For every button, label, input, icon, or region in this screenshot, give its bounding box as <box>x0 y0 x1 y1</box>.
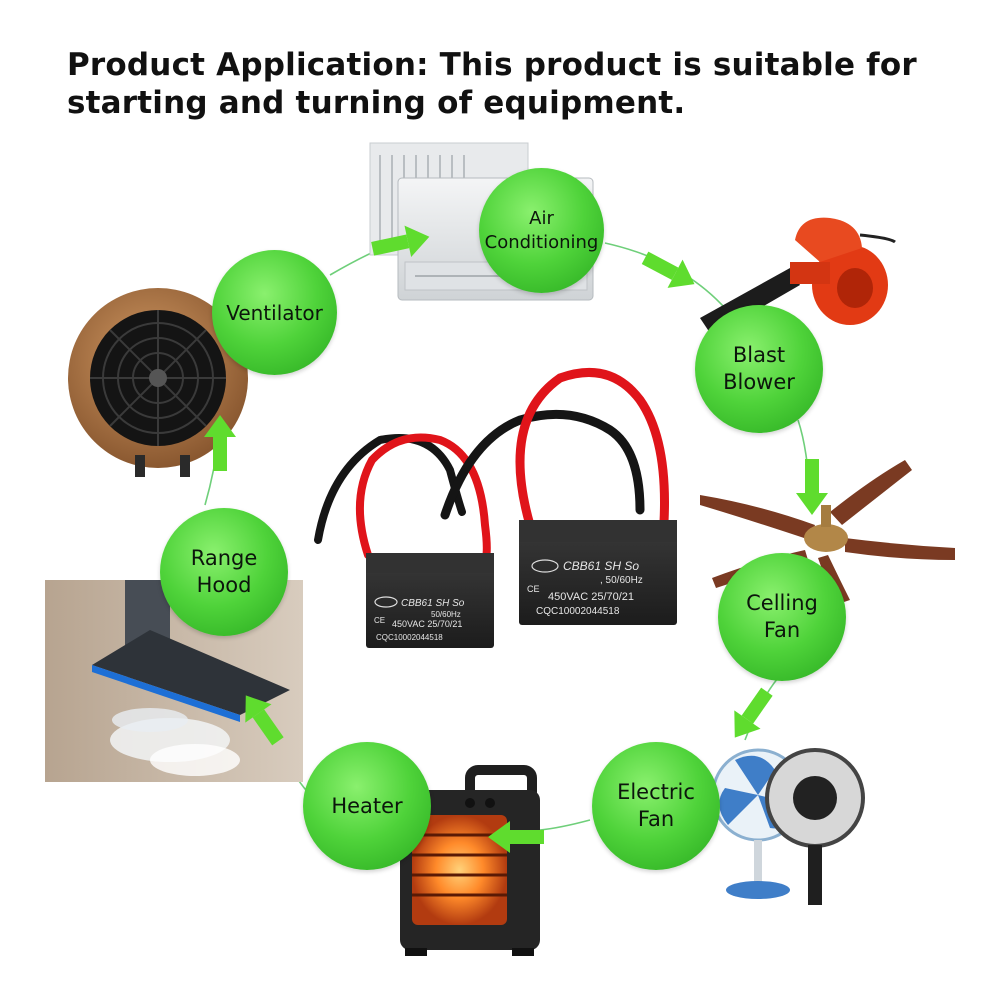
capacitor-small-cert: CQC10002044518 <box>376 633 443 642</box>
capacitor-large-model: CBB61 SH So <box>563 559 639 573</box>
arrow-to-air-conditioning <box>371 225 430 257</box>
ventilator-image <box>68 288 248 477</box>
capacitor-small-model: CBB61 SH So <box>401 598 465 609</box>
node-ventilator-label: Ventilator <box>226 300 323 325</box>
capacitor-large-cert: CQC10002044518 <box>536 606 620 617</box>
node-heater-label: Heater <box>331 793 403 818</box>
range-hood-image <box>45 580 303 782</box>
node-electric-fan: Electric Fan <box>592 742 720 870</box>
flow-arrows <box>204 225 828 853</box>
node-blast-blower-label: Blast Blower <box>723 343 795 394</box>
node-ventilator: Ventilator <box>212 250 337 375</box>
node-heater: Heater <box>303 742 431 870</box>
arrow-to-heater <box>488 821 544 853</box>
capacitor-large-ce: CE <box>527 584 540 594</box>
arrow-to-electric-fan <box>734 687 773 738</box>
node-air-conditioning-label: Air Conditioning <box>484 207 599 253</box>
capacitor-small-freq: 50/60Hz <box>431 610 461 619</box>
arrow-to-ventilator <box>204 415 236 471</box>
capacitor-large-rating: 450VAC 25/70/21 <box>548 591 634 603</box>
node-range-hood: Range Hood <box>160 508 288 636</box>
node-blast-blower: Blast Blower <box>695 305 823 433</box>
node-celling-fan: Celling Fan <box>718 553 846 681</box>
page-title: Product Application: This product is sui… <box>67 47 917 121</box>
capacitor-small-ce: CE <box>374 616 385 625</box>
electric-fan-image <box>711 748 865 905</box>
arrow-to-celling-fan <box>796 459 828 515</box>
node-electric-fan-label: Electric Fan <box>617 780 695 831</box>
node-celling-fan-label: Celling Fan <box>746 591 818 642</box>
capacitor-small-rating: 450VAC 25/70/21 <box>392 619 462 629</box>
capacitor-large: CBB61 SH So , 50/60Hz CE 450VAC 25/70/21… <box>440 367 677 625</box>
arrow-to-blast-blower <box>641 251 695 288</box>
capacitor-large-freq: , 50/60Hz <box>600 575 643 586</box>
node-air-conditioning: Air Conditioning <box>479 168 604 293</box>
node-range-hood-label: Range Hood <box>190 546 258 597</box>
arrow-to-range-hood <box>245 695 284 746</box>
